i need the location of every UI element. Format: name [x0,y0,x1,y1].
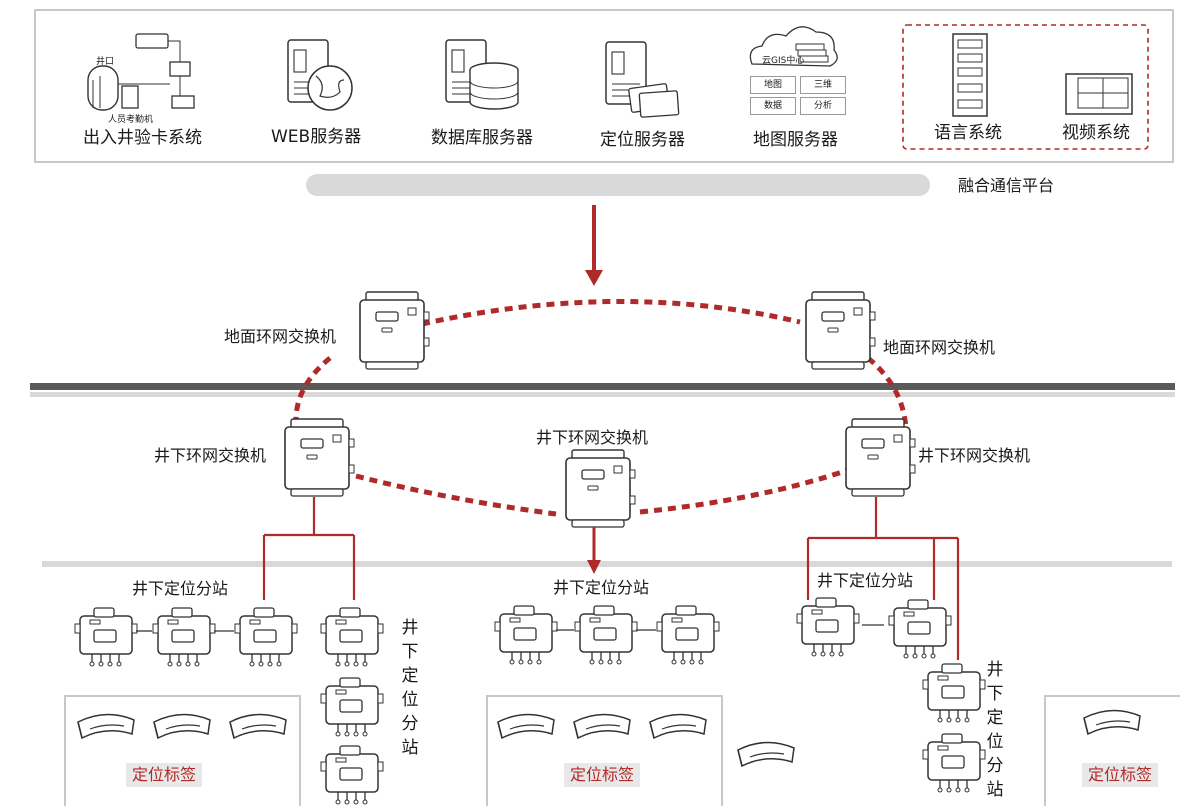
tag-icon-center-1 [497,713,555,739]
map-cell-3: 数据 [750,97,796,115]
substation-left-3 [234,607,298,667]
ground-ring-link [421,299,801,327]
tag-icon-left-1 [77,713,135,739]
tag-label-right: 定位标签 [1082,763,1159,787]
substation-right-label: 井下定位分站 [817,571,914,590]
label-web-server: WEB服务器 [271,127,362,147]
underground-switch-left [284,418,355,497]
underground-switch-center-label: 井下环网交换机 [536,428,649,447]
substation-left-1 [74,607,138,667]
left-ring-link [293,356,332,421]
label-database-server: 数据库服务器 [431,128,533,148]
tag-icon-left-2 [153,713,211,739]
surface-rail [30,383,1175,390]
underground-ring-right [639,467,849,515]
tag-box-center [486,695,723,806]
substation-center-3 [656,605,720,665]
map-cell-4: 分析 [800,97,846,115]
label-map-server: 地图服务器 [753,130,838,150]
tag-icon-center-2 [573,713,631,739]
substation-left-2 [152,607,216,667]
cloud-gis-label: 云GIS中心 [762,56,805,66]
substation-right-vertical-label: 井下定位分站 [986,660,1004,800]
underground-switch-right [845,418,916,497]
substation-center-label: 井下定位分站 [553,578,650,597]
map-server-icon [749,26,838,67]
tag-icon-right-1 [1083,709,1141,735]
surface-rail-shadow [30,392,1175,397]
substation-left-vertical-label: 井下定位分站 [401,618,419,758]
tag-box-right [1044,695,1180,806]
tag-icon-center-3 [649,713,707,739]
substation-right-2 [888,599,952,659]
substation-right-col-2 [922,733,986,793]
tag-icon-loose [737,741,795,767]
map-cell-2: 三维 [800,76,846,94]
attendance-label: 人员考勤机 [108,115,154,125]
tag-box-left [64,695,301,806]
center-branch-arrowhead [587,560,601,574]
substation-left-label: 井下定位分站 [132,579,229,598]
right-branch-lines [806,497,960,660]
substation-right-1 [796,597,860,657]
voice-video-group-box [902,24,1149,150]
label-video-system: 视频系统 [1062,123,1130,143]
web-server-icon [287,39,353,111]
substation-left-col-2 [320,677,384,737]
database-server-icon [445,39,519,110]
label-positioning-server: 定位服务器 [600,130,685,150]
ground-switch-left-label: 地面环网交换机 [224,327,337,346]
map-cell-1: 地图 [750,76,796,94]
tag-label-left: 定位标签 [126,763,203,787]
label-voice-system: 语言系统 [934,123,1002,143]
substation-center-2 [574,605,638,665]
substation-left-col-1 [320,607,384,667]
substation-center-1 [494,605,558,665]
substation-left-col-3 [320,745,384,805]
substation-right-col-1 [922,663,986,723]
tag-label-center: 定位标签 [564,763,641,787]
tag-icon-left-3 [229,713,287,739]
voice-system-icon [952,33,988,117]
positioning-server-icon [605,41,680,118]
underground-ring-left [355,473,557,517]
left-branch-lines [262,497,356,600]
ground-switch-right-label: 地面环网交换机 [883,338,996,357]
platform-label: 融合通信平台 [958,176,1055,195]
platform-arrowhead [585,270,603,286]
access-card-system-icon [87,33,195,111]
underground-switch-left-label: 井下环网交换机 [154,446,267,465]
ground-switch-left [359,291,430,370]
right-ring-link [866,356,909,431]
label-card-system: 出入井验卡系统 [83,128,202,148]
underground-switch-center [565,449,636,528]
underground-rail [42,561,1172,567]
ground-switch-right [805,291,876,370]
video-system-icon [1065,73,1133,115]
underground-switch-right-label: 井下环网交换机 [918,446,1031,465]
wellhead-label: 井口 [96,57,115,67]
platform-bar [306,174,930,196]
